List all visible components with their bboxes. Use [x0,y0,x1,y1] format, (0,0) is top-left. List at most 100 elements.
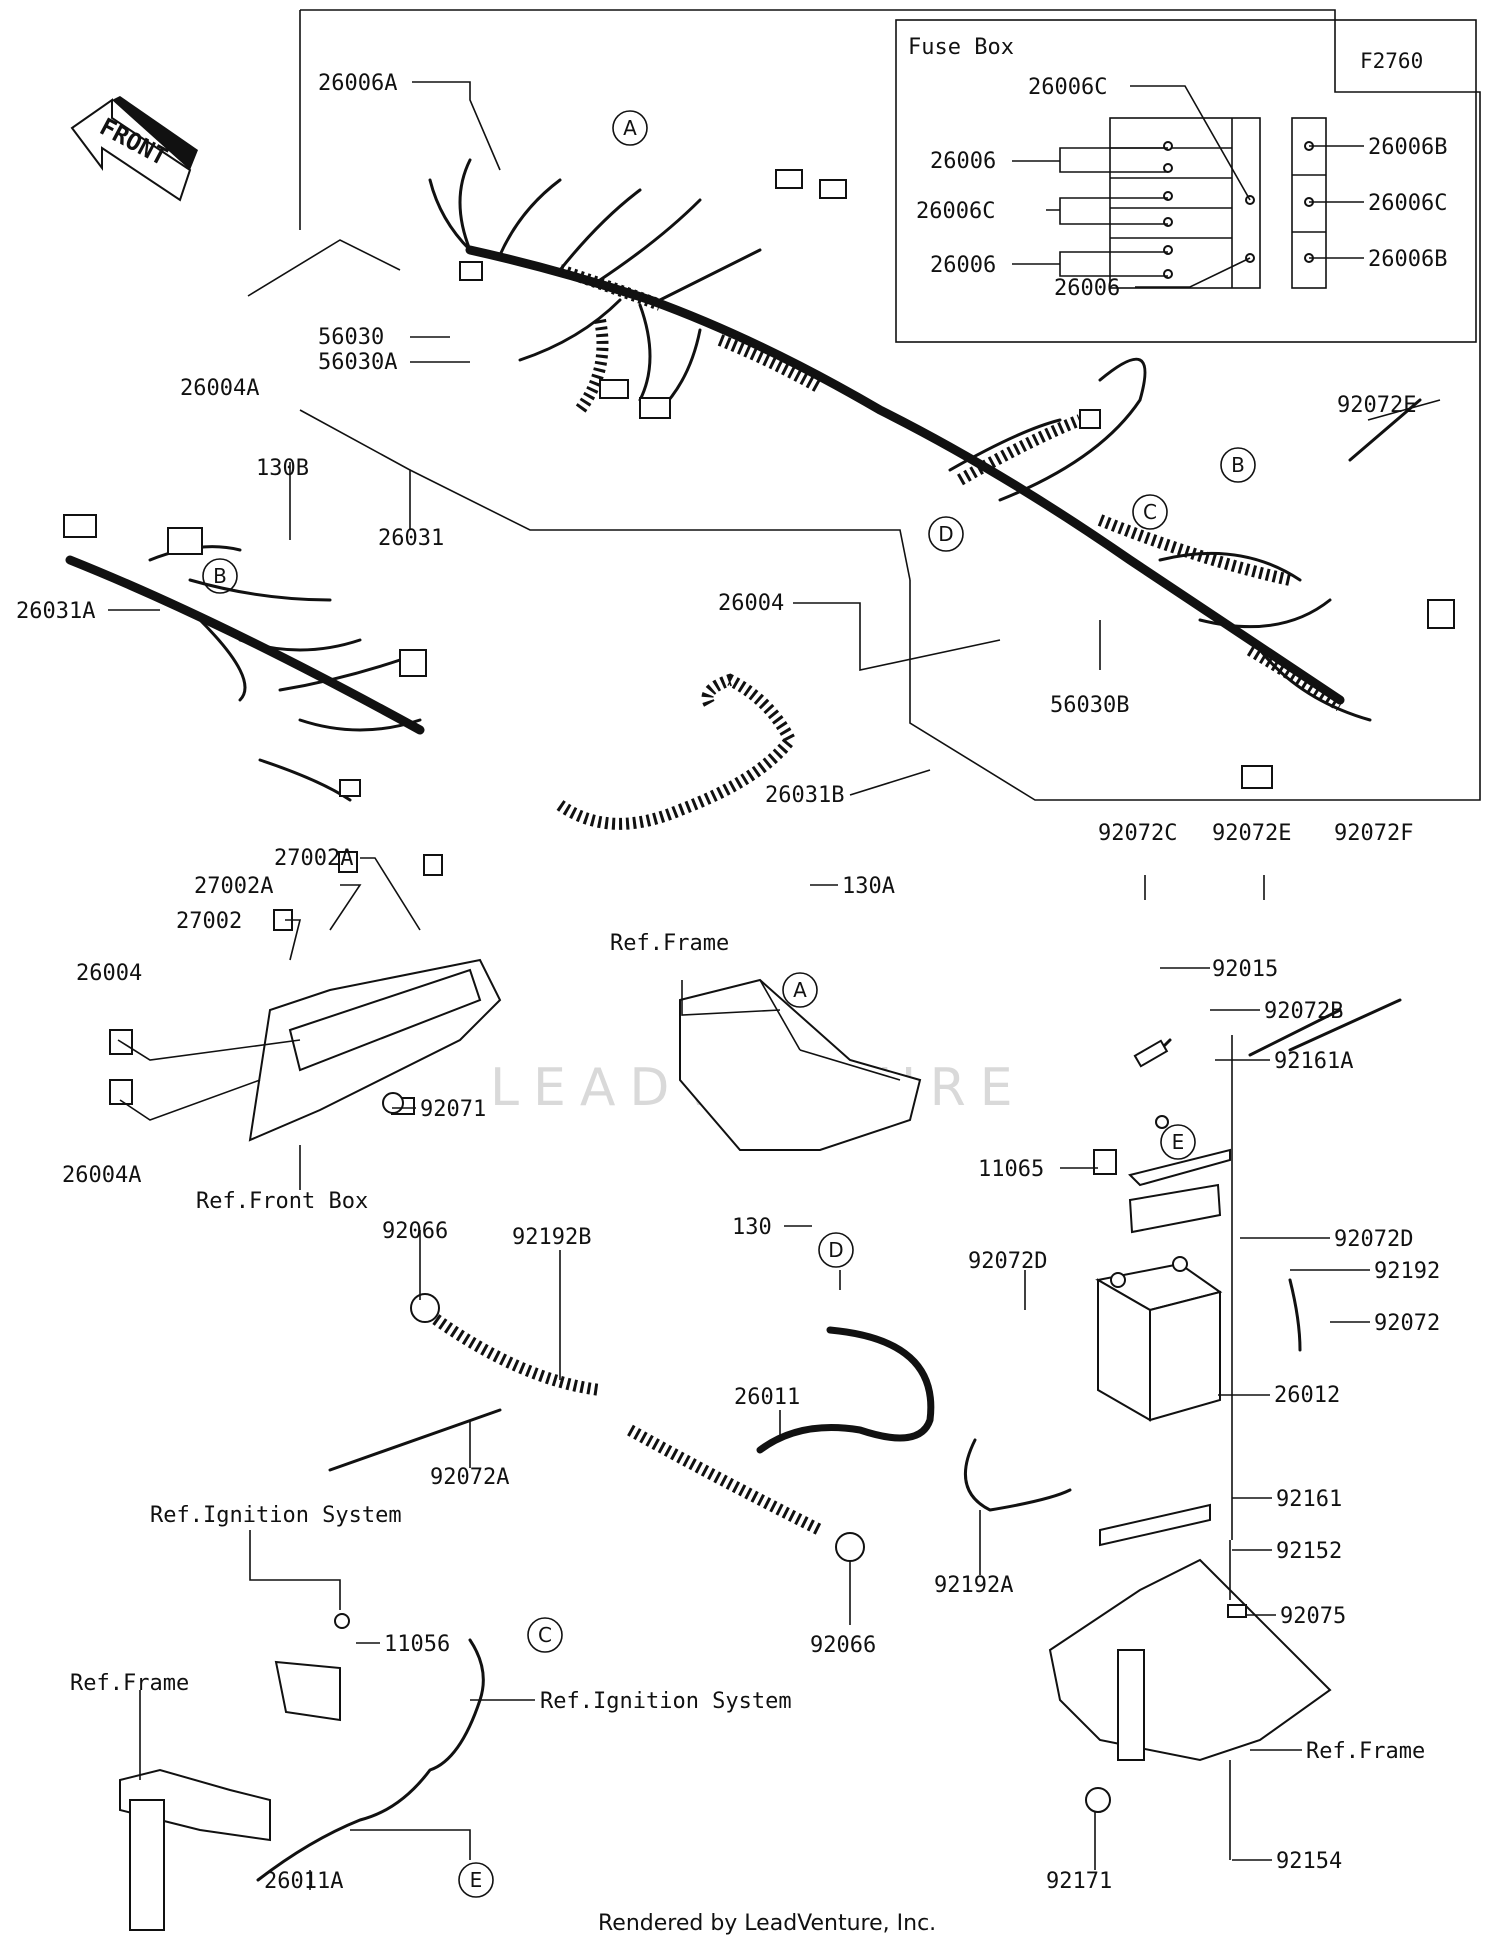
callout-C-right: C [1132,494,1168,530]
cable-92192A [963,1438,1072,1512]
tube-92192B [426,1310,823,1536]
label-56030: 56030 [318,325,384,350]
battery-tray [1048,1540,1332,1860]
label-27002A-2: 27002A [194,874,273,899]
label-ref-ignition-2: Ref.Ignition System [540,1689,792,1714]
fuse-part-26006C-right: 26006C [1368,191,1447,216]
svg-text:B: B [1231,453,1245,477]
label-92015: 92015 [1212,957,1278,982]
label-92192A: 92192A [934,1573,1013,1598]
label-ref-front-box: Ref.Front Box [196,1189,368,1214]
callout-D-mid: D [818,1232,854,1268]
fuse-box-title: Fuse Box [908,35,1014,60]
label-ref-frame-right: Ref.Frame [1306,1739,1425,1764]
left-frame [119,1613,485,1931]
cable-ties-right [1093,398,1422,1234]
cable-26011 [756,1326,935,1454]
fuse-box-group: Fuse Box 26006C 26006 26006C 26006 26006… [895,19,1477,343]
fuse-block-right [1291,117,1327,289]
label-92154: 92154 [1276,1849,1342,1874]
callout-E-bottom: E [458,1862,494,1898]
label-26004A-top: 26004A [180,376,259,401]
leader-lines [108,81,1441,1890]
front-arrow-icon: FRONT [70,96,198,202]
label-92072E-mid: 92072E [1212,821,1291,846]
front-box [109,851,502,1142]
label-26004A-left: 26004A [62,1163,141,1188]
label-130A: 130A [842,874,895,899]
grommet-92066-top [410,1293,440,1323]
label-ref-ignition-1: Ref.Ignition System [150,1503,402,1528]
svg-text:D: D [938,522,953,546]
callout-A-top: A [612,110,648,146]
label-27002: 27002 [176,909,242,934]
part-labels: 26006A 26004A 56030 56030A 26031 130B 26… [16,71,1440,1894]
tie-92072A [328,1408,502,1472]
label-92072: 92072 [1374,1311,1440,1336]
label-26031: 26031 [378,526,444,551]
svg-text:E: E [470,1868,483,1892]
harness-group-outline [300,9,1481,801]
battery-26012 [1095,1256,1223,1547]
mid-frame [679,978,922,1151]
svg-text:C: C [1143,500,1157,524]
svg-text:E: E [1172,1130,1185,1154]
label-92192B: 92192B [512,1225,591,1250]
label-26012: 26012 [1274,1383,1340,1408]
label-92152: 92152 [1276,1539,1342,1564]
callout-C-bottom: C [527,1617,563,1653]
label-27002A-1: 27002A [274,846,353,871]
label-ref-frame-mid: Ref.Frame [610,931,729,956]
callout-D-top: D [928,516,964,552]
svg-text:D: D [828,1238,843,1262]
label-92075: 92075 [1280,1604,1346,1629]
fuse-part-26006B-top: 26006B [1368,135,1447,160]
cable-92192 [1288,1278,1302,1352]
label-92066-bot: 92066 [810,1633,876,1658]
svg-text:C: C [538,1623,552,1647]
callout-B-left: B [202,558,238,594]
label-56030A: 56030A [318,350,397,375]
fuse-block-left [1109,117,1261,289]
diagram-code: F2760 [1360,49,1423,73]
callout-A-mid: A [782,972,818,1008]
label-130B: 130B [256,456,309,481]
label-26004-mid: 26004 [718,591,784,616]
fuse-part-26006-c: 26006 [1054,276,1120,301]
label-92072C: 92072C [1098,821,1177,846]
label-92072D-left: 92072D [968,1249,1047,1274]
fuse-box-frame [895,19,1477,343]
label-26031B: 26031B [765,783,844,808]
svg-text:A: A [793,978,807,1002]
label-92072F: 92072F [1334,821,1413,846]
fuse-part-26006C-top: 26006C [1028,75,1107,100]
label-26004-left: 26004 [76,961,142,986]
label-130: 130 [732,1215,772,1240]
label-26011: 26011 [734,1385,800,1410]
label-92072E-top: 92072E [1337,393,1416,418]
callout-E-right: E [1160,1124,1196,1160]
label-ref-frame-left: Ref.Frame [70,1671,189,1696]
label-92071: 92071 [420,1097,486,1122]
label-26011A: 26011A [264,1869,343,1894]
fuse-part-26006C-mid: 26006C [916,199,995,224]
label-92171: 92171 [1046,1869,1112,1894]
label-92192: 92192 [1374,1259,1440,1284]
sub-harness-26031A [63,514,427,802]
label-92072A: 92072A [430,1465,509,1490]
label-11065: 11065 [978,1157,1044,1182]
label-92072D-right: 92072D [1334,1227,1413,1252]
sub-harness-26031B [556,673,798,830]
label-26006A: 26006A [318,71,397,96]
fuse-part-26006-a: 26006 [930,149,996,174]
fuse-part-26006-b: 26006 [930,253,996,278]
footer-credit: Rendered by LeadVenture, Inc. [598,1911,936,1936]
label-92066-top: 92066 [382,1219,448,1244]
callout-B-right: B [1220,447,1256,483]
label-11056: 11056 [384,1632,450,1657]
fuse-part-26006B-bottom: 26006B [1368,247,1447,272]
svg-text:B: B [213,564,227,588]
label-92072B: 92072B [1264,999,1343,1024]
label-26031A: 26031A [16,599,95,624]
